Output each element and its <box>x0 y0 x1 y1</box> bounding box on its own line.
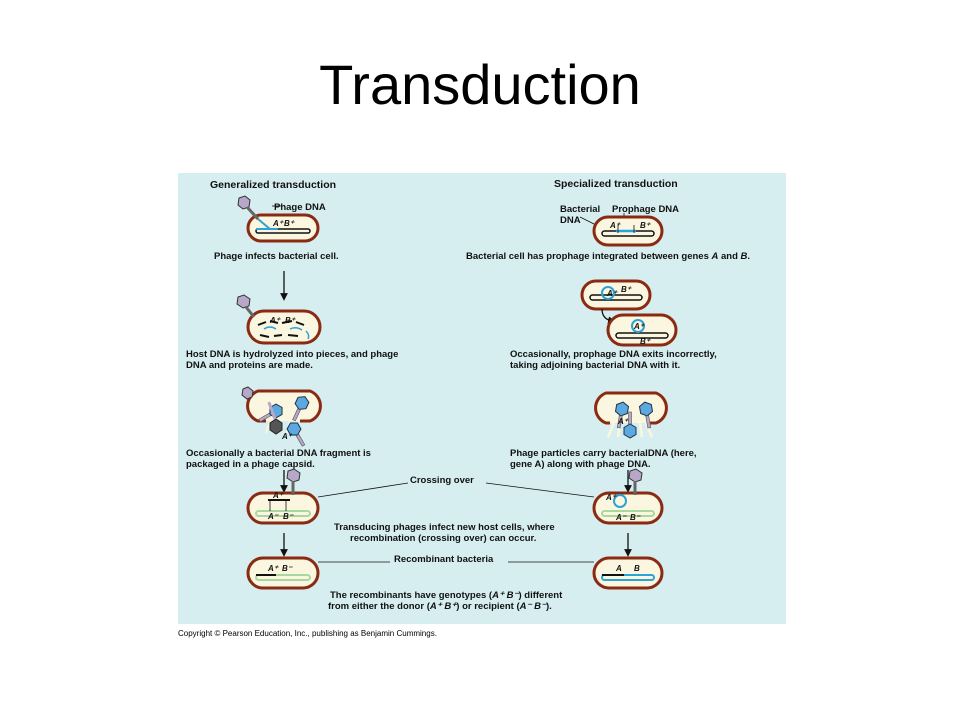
attached-phage-icon <box>628 468 643 495</box>
transducing-phage-icon <box>267 401 283 435</box>
bacterial-dna-pointer <box>579 216 597 226</box>
gene-a-plus: A⁺ <box>272 219 284 228</box>
specialized-cell-3 <box>606 313 678 347</box>
specialized-step1-caption: Bacterial cell has prophage integrated b… <box>466 251 750 262</box>
gene-a-plus: A⁺ <box>272 491 284 500</box>
specialized-step2-caption-1: Occasionally, prophage DNA exits incorre… <box>510 349 717 360</box>
gene-a-plus: A⁺ <box>267 564 279 573</box>
gene-a-plus: A⁺ <box>605 493 617 502</box>
generalized-recombinant-cell <box>246 556 320 590</box>
final-caption-1: The recombinants have genotypes (A⁺ B⁻) … <box>330 590 563 601</box>
gene-a-minus: A⁻ <box>267 512 279 521</box>
specialized-cell-2 <box>580 279 652 311</box>
infecting-phage-icon <box>237 195 271 230</box>
crossing-over-line-right <box>485 482 595 498</box>
specialized-recipient-cell <box>592 491 664 525</box>
generalized-recipient-cell <box>246 491 320 525</box>
generalized-step2-caption-1: Host DNA is hydrolyzed into pieces, and … <box>186 349 398 360</box>
copyright-notice: Copyright © Pearson Education, Inc., pub… <box>178 629 437 638</box>
infect-caption-1: Transducing phages infect new host cells… <box>334 522 555 533</box>
phage-dna-label: Phage DNA <box>274 202 326 213</box>
generalized-step3-caption-1: Occasionally a bacterial DNA fragment is <box>186 448 371 459</box>
crossing-over-line-left <box>317 482 409 498</box>
prophage-dna-label: Prophage DNA <box>612 204 679 215</box>
gene-b-minus: B⁻ <box>630 513 641 522</box>
gene-b-minus: B⁻ <box>282 564 293 573</box>
gene-a-plus: A⁺ <box>633 322 645 331</box>
lysing-phages-icon <box>241 386 254 400</box>
crossing-over-label: Crossing over <box>410 475 474 486</box>
generalized-step3-caption-2: packaged in a phage capsid. <box>186 459 315 470</box>
specialized-recombinant-cell <box>592 556 664 590</box>
recombinant-label: Recombinant bacteria <box>394 554 494 565</box>
gene-b-plus: B⁺ <box>284 219 295 228</box>
gene-b-plus: B⁺ <box>640 221 651 230</box>
infect-caption-2: recombination (crossing over) can occur. <box>350 533 536 544</box>
final-caption-2: from either the donor (A⁺ B⁺) or recipie… <box>328 601 552 612</box>
gene-b-plus: B⁺ <box>285 316 296 325</box>
gene-a: A <box>615 564 622 573</box>
gene-b-minus: B⁻ <box>283 512 294 521</box>
gene-a-minus: A⁻ <box>615 513 627 522</box>
generalized-step2-caption-2: DNA and proteins are made. <box>186 360 313 371</box>
gene-b-plus: B⁺ <box>640 337 651 346</box>
generalized-header: Generalized transduction <box>210 179 336 191</box>
attached-phage-icon <box>286 468 301 495</box>
bacterial-dna-label-2: DNA <box>560 215 581 226</box>
gene-a-plus: A⁺ <box>269 316 281 325</box>
generalized-cell-1 <box>246 213 320 243</box>
gene-a-plus: A⁺ <box>281 432 293 441</box>
gene-a-plus: A⁺ <box>617 417 629 426</box>
transduction-diagram: Generalized transduction Specialized tra… <box>186 178 750 612</box>
specialized-header: Specialized transduction <box>554 178 678 190</box>
specialized-step3-caption-2: gene A) along with phage DNA. <box>510 459 651 470</box>
gene-a-plus: A⁺ <box>609 221 621 230</box>
specialized-cell-1 <box>592 215 664 247</box>
gene-b-plus: B⁺ <box>621 285 632 294</box>
specialized-step2-caption-2: taking adjoining bacterial DNA with it. <box>510 360 680 371</box>
slide-title: Transduction <box>319 53 641 116</box>
arrow <box>601 308 616 325</box>
specialized-step3-caption-1: Phage particles carry bacterialDNA (here… <box>510 448 697 459</box>
attached-phage-icon <box>236 294 256 318</box>
bacterial-dna-label-1: Bacterial <box>560 204 600 215</box>
generalized-cell-2 <box>246 309 322 345</box>
gene-b: B <box>634 564 640 573</box>
generalized-cell-3 <box>246 389 322 434</box>
figure-panel: Generalized transduction Specialized tra… <box>178 173 786 624</box>
gene-a-plus: A⁺ <box>606 289 618 298</box>
generalized-step1-caption: Phage infects bacterial cell. <box>214 251 339 262</box>
